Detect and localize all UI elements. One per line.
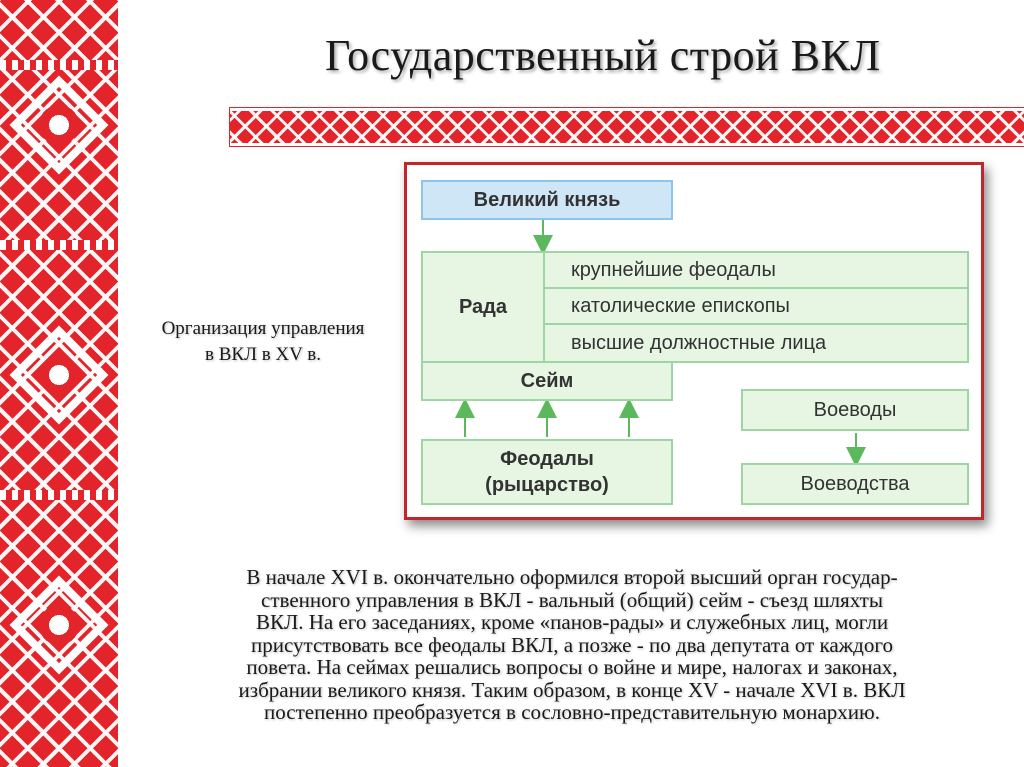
ornament-stripe	[0, 60, 118, 70]
grand-duke-box: Великий князь	[421, 180, 673, 220]
ornament-stripe	[0, 490, 118, 500]
paragraph-line: повета. На сеймах решались вопросы о вой…	[246, 655, 898, 679]
rada-member-box: высшие должностные лица	[543, 323, 969, 363]
paragraph-line: В начале XVI в. окончательно оформился в…	[246, 565, 898, 589]
ornament-stripe	[0, 240, 118, 250]
caption-line: в ВКЛ в XV в.	[205, 344, 321, 365]
seim-box: Сейм	[421, 361, 673, 401]
feudals-box: Феодалы (рыцарство)	[421, 439, 673, 505]
paragraph-line: ственного управления в ВКЛ - вальный (об…	[261, 587, 883, 612]
ornament-diamond	[9, 575, 109, 675]
voivodes-box: Воеводы	[741, 389, 969, 431]
paragraph-line: ВКЛ. На его заседаниях, кроме «панов-рад…	[255, 610, 889, 634]
rada-member-box: католические епископы	[543, 287, 969, 325]
ornament-diamond	[9, 75, 109, 175]
paragraph-line: постепенно преобразуется в сословно-пред…	[264, 700, 880, 724]
feudals-label: Феодалы	[500, 448, 594, 470]
diagram-caption: Организация управления в ВКЛ в XV в.	[128, 316, 398, 368]
caption-line: Организация управления	[161, 318, 365, 339]
paragraph-line: избрании великого князя. Таким образом, …	[238, 677, 906, 702]
rada-box: Рада	[421, 251, 545, 363]
top-ornament-band	[230, 108, 1024, 146]
page-title: Государственный строй ВКЛ	[325, 31, 881, 80]
paragraph-line: присутствовать все феодалы ВКЛ, а позже …	[251, 632, 893, 657]
diagram-arrows	[455, 220, 866, 467]
ornament-diamond	[9, 325, 109, 425]
rada-member-box: крупнейшие феодалы	[543, 251, 969, 289]
left-ornament-border	[0, 0, 118, 767]
government-structure-diagram: Великий князь Рада крупнейшие феодалы ка…	[404, 162, 984, 520]
explanatory-paragraph: В начале XVI в. окончательно оформился в…	[148, 566, 996, 724]
voivodeships-box: Воеводства	[741, 463, 969, 505]
feudals-sublabel: (рыцарство)	[485, 474, 609, 496]
